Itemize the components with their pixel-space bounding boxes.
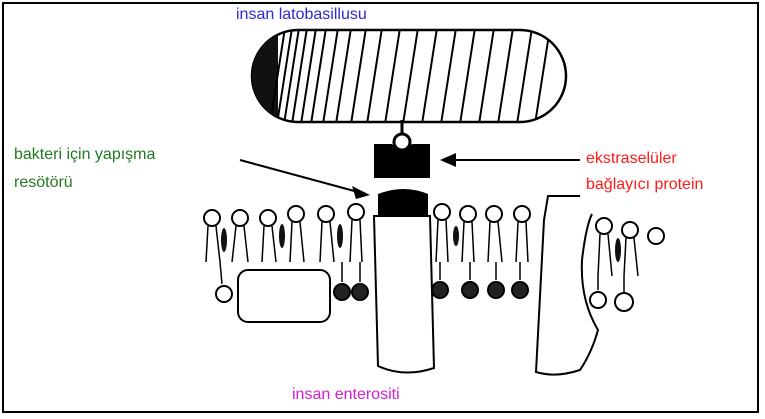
- label-protein-line1: ekstraselüler: [586, 150, 677, 168]
- arrow-protein: [440, 153, 580, 167]
- membrane-protein-box: [238, 270, 330, 322]
- label-protein-line2: bağlayıcı protein: [586, 176, 703, 194]
- label-enterocyte: insan enterositi: [292, 386, 400, 404]
- arrow-receptor: [240, 160, 370, 199]
- binding-protein-outline: [536, 196, 598, 375]
- adhesion-receptor-block: [378, 189, 428, 216]
- lactobacillus-rod: [250, 28, 566, 124]
- label-receptor-line2: resötörü: [14, 174, 73, 192]
- adhesin-stalk: [394, 120, 410, 150]
- enterocyte-column: [374, 216, 434, 373]
- label-lactobacillus: insan latobasillusu: [236, 6, 367, 24]
- label-receptor-line1: bakteri için yapışma: [14, 146, 155, 164]
